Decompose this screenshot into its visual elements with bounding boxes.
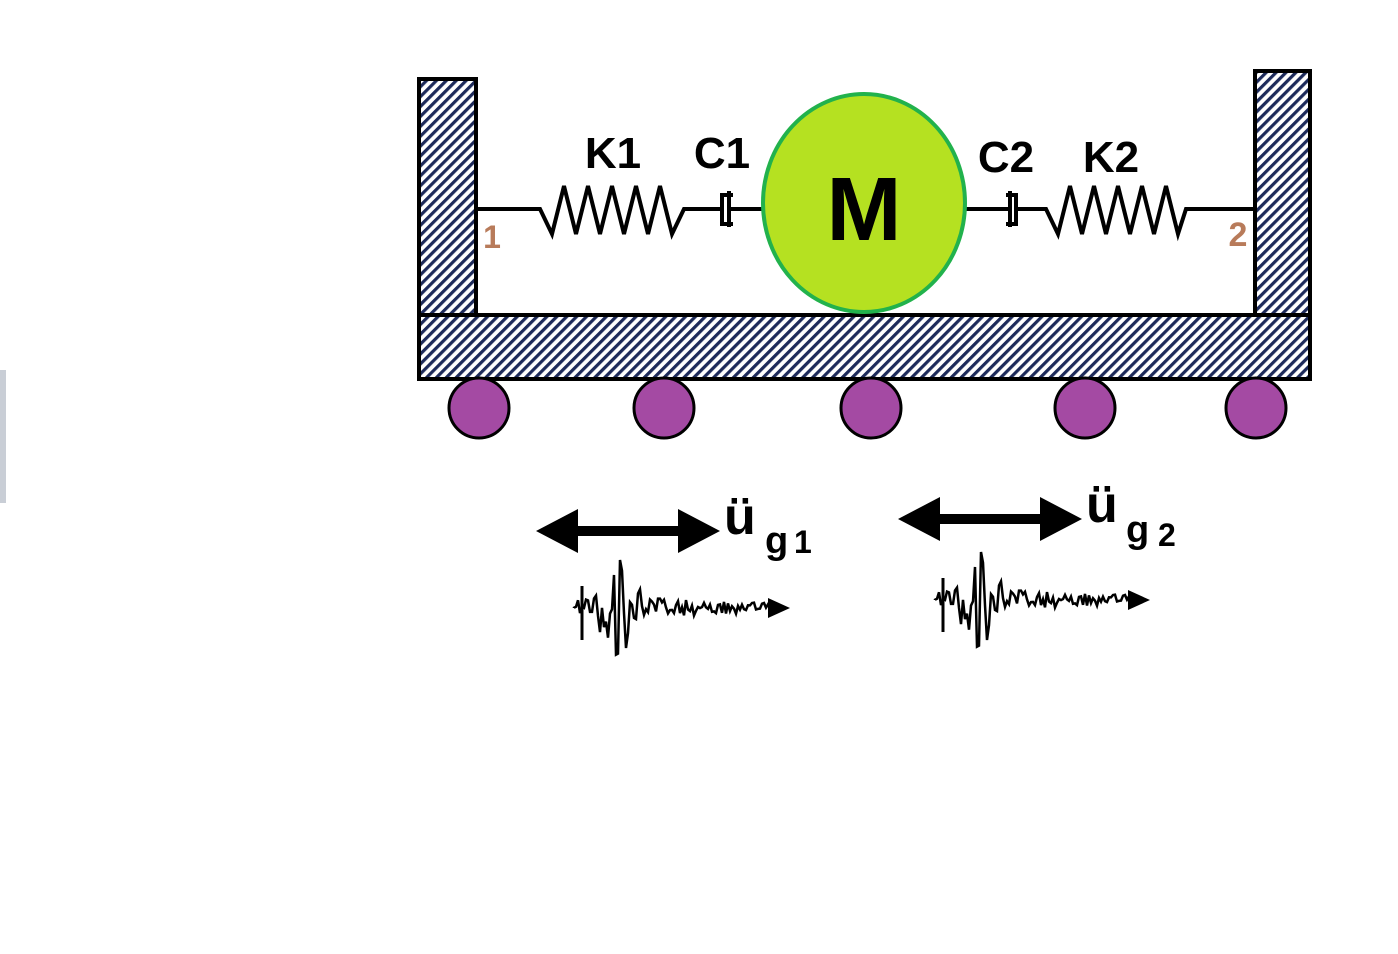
- node-2-label: 2: [1229, 216, 1248, 254]
- mass-circle: [761, 92, 967, 314]
- ground-motion-arrow-left: [536, 509, 720, 553]
- roller: [632, 376, 696, 440]
- damper-c2: [965, 191, 1040, 227]
- ground-accel-1-subscript: 1: [794, 524, 812, 560]
- roller: [447, 376, 511, 440]
- side-bar: [0, 370, 6, 503]
- node-1-label: 1: [483, 219, 501, 255]
- roller: [839, 376, 903, 440]
- base-slab: [417, 313, 1312, 381]
- mass-label: M: [827, 160, 902, 260]
- roller: [1053, 376, 1117, 440]
- ground-accel-1-symbol: ü: [724, 488, 756, 546]
- spring-k2: [1040, 185, 1255, 242]
- spring-k1: [478, 185, 722, 240]
- c1-label: C1: [694, 129, 750, 178]
- damper-c1: [720, 191, 765, 227]
- ground-accel-2-symbol: ü: [1086, 476, 1118, 534]
- ground-accel-2-subscript: 2: [1158, 517, 1176, 553]
- rollers: [447, 376, 1288, 440]
- seismogram-left: [572, 559, 790, 657]
- seismogram-right: [933, 551, 1150, 649]
- c2-label: C2: [978, 133, 1034, 182]
- ground-accel-2-g: g: [1126, 509, 1149, 551]
- ground-accel-1-g: g: [765, 520, 788, 562]
- roller: [1224, 376, 1288, 440]
- k2-label: K2: [1083, 133, 1139, 182]
- ground-motion-arrow-right: [898, 497, 1082, 541]
- k1-label: K1: [585, 129, 641, 178]
